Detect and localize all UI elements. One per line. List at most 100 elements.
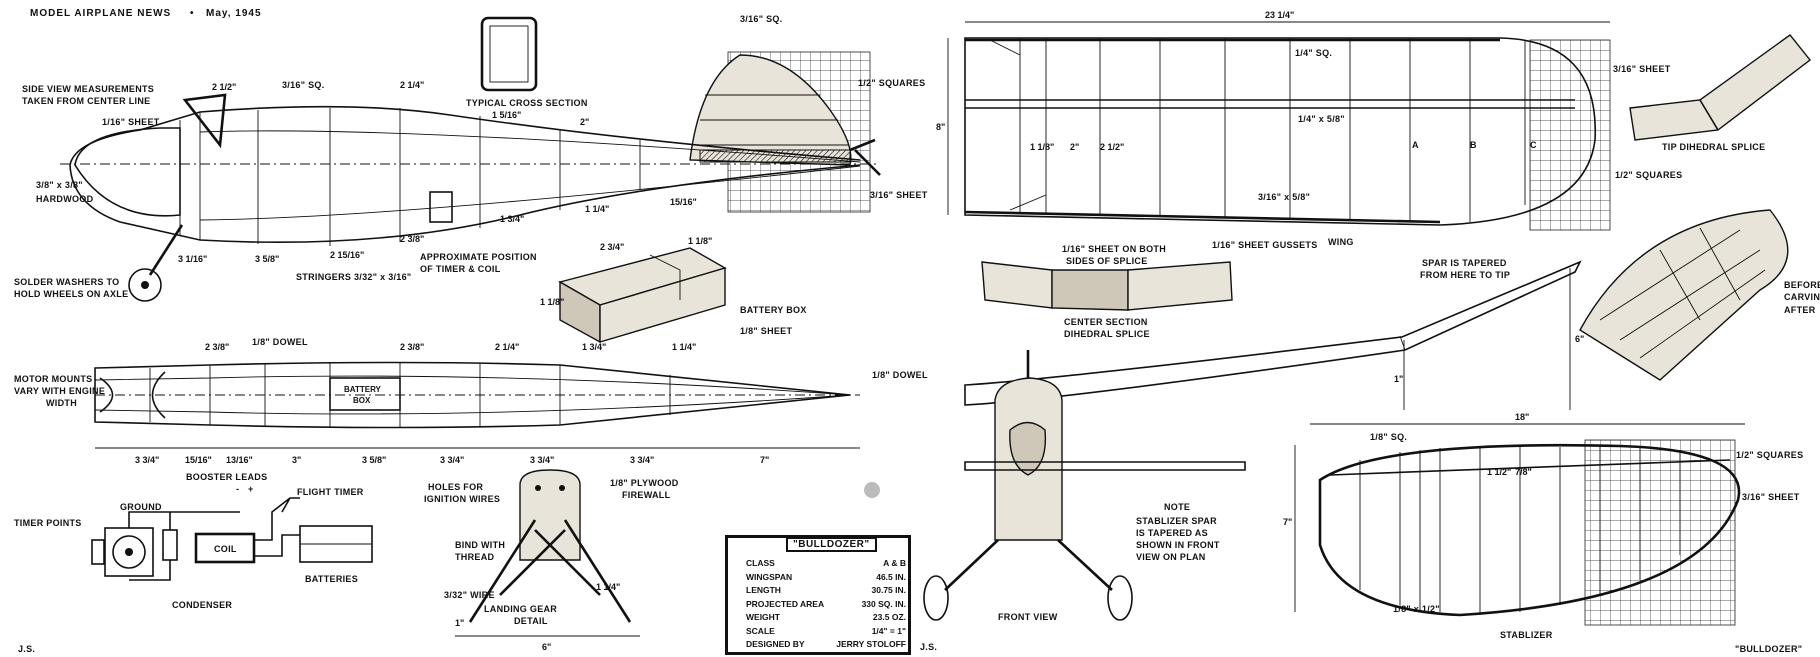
cabin-sq-label: 3/16" SQ. — [282, 80, 325, 90]
dowel-label-2: 1/8" DOWEL — [872, 370, 928, 380]
splice-label-2: DIHEDRAL SPLICE — [1064, 329, 1150, 339]
header-separator: • — [190, 8, 195, 19]
front-gear-legs — [944, 539, 1113, 591]
carving-block-frames — [1599, 227, 1766, 359]
carving-carving: CARVING — [1784, 292, 1820, 302]
spec-key: SCALE — [746, 625, 775, 636]
tail-sq-label: 3/16" SQ. — [740, 14, 783, 24]
booster-leads-label: BOOSTER LEADS — [186, 472, 267, 482]
gear-small-dim: 1" — [455, 618, 464, 628]
stab-squares-label: 1/2" SQUARES — [1736, 450, 1803, 460]
gear-detail-label-1: LANDING GEAR — [484, 604, 557, 614]
ignition-hole-left — [535, 485, 541, 491]
gear-angle-dim: 1 1/4" — [596, 582, 620, 592]
top-lower-dim: 3 3/4" — [530, 455, 554, 465]
wing-le-label: 3/16" x 5/8" — [1258, 192, 1310, 202]
initials-left: J.S. — [18, 644, 35, 654]
stringers-label: STRINGERS 3/32" x 3/16" — [296, 272, 411, 282]
tip-dihedral-splice: TIP DIHEDRAL SPLICE — [1629, 34, 1811, 152]
splice-center-panel — [1051, 269, 1129, 311]
carving-block-outline — [1579, 209, 1789, 381]
stab-span-dim: 18" — [1515, 412, 1529, 422]
fuselage-top-outline — [69, 105, 861, 166]
wire-label: 3/32" WIRE — [444, 590, 495, 600]
top-view-upper-dims: 2 3/8"2 3/8"2 1/4"1 3/4"1 1/4" — [205, 342, 696, 352]
battery-box-label: BATTERY BOX — [740, 305, 807, 315]
top-lower-dim: 3 5/8" — [362, 455, 386, 465]
note-line-4: VIEW ON PLAN — [1136, 552, 1206, 562]
timer-coil-position — [429, 191, 453, 223]
cross-section-label: TYPICAL CROSS SECTION — [466, 98, 588, 108]
splice-left-panel — [981, 261, 1053, 309]
ground-label: GROUND — [120, 502, 162, 512]
wing-ribs — [1019, 38, 1526, 222]
motor-mounts-note-1: MOTOR MOUNTS — [14, 374, 92, 384]
flight-timer-label: FLIGHT TIMER — [297, 487, 364, 497]
timer-points-block — [91, 539, 105, 565]
issue-date: May, 1945 — [206, 8, 262, 19]
timer-center — [125, 548, 133, 556]
wing-chord-dim: 8" — [936, 122, 945, 132]
side-view-note-1: SIDE VIEW MEASUREMENTS — [22, 84, 154, 94]
side-dim-3: 1 5/16" — [492, 110, 521, 120]
tail-squares-label: 1/2" SQUARES — [858, 78, 925, 88]
batteries-label: BATTERIES — [305, 574, 358, 584]
rib-c-label: C — [1530, 140, 1537, 150]
plus-label: + — [248, 484, 254, 494]
holes-label-2: IGNITION WIRES — [424, 494, 500, 504]
front-wheel-right — [1107, 575, 1133, 621]
side-dim-7: 3 5/8" — [255, 254, 279, 264]
gussets-label: 1/16" SHEET GUSSETS — [1212, 240, 1318, 250]
carving-after: AFTER — [1784, 305, 1816, 315]
ignition-hole-right — [559, 485, 565, 491]
top-lower-dim: 15/16" — [185, 455, 212, 465]
spec-key: PROJECTED AREA — [746, 598, 825, 609]
spec-key: CLASS — [746, 558, 775, 568]
cross-section-inner — [489, 25, 529, 83]
tail-sheet-label: 3/16" SHEET — [870, 190, 928, 200]
stab-spar — [1329, 459, 1731, 476]
splice-sheet-note-1: 1/16" SHEET ON BOTH — [1062, 244, 1166, 254]
note-line-1: STABLIZER SPAR — [1136, 516, 1217, 526]
spec-key: DESIGNED BY — [746, 639, 805, 649]
footer-model-name: "BULLDOZER" — [1735, 644, 1802, 654]
top-view-lower-dims: 3 3/4"15/16"13/16"3"3 5/8"3 3/4"3 3/4"3 … — [135, 455, 769, 465]
rudder-ribs — [696, 94, 848, 146]
side-gear-leg — [148, 224, 184, 276]
wing-dim-1: 1 1/8" — [1030, 142, 1054, 152]
timer-points-label: TIMER POINTS — [14, 518, 82, 528]
center-dihedral-splice: 1/16" SHEET ON BOTH SIDES OF SPLICE CENT… — [981, 244, 1233, 339]
note-title: NOTE — [1164, 502, 1190, 512]
top-upper-dim: 1 1/4" — [672, 342, 696, 352]
timer-disc — [112, 535, 146, 569]
side-dim-1: 2 1/2" — [212, 82, 236, 92]
wing-title: WING — [1328, 237, 1354, 247]
front-stabilizer — [964, 461, 1246, 471]
firewall-label-2: FIREWALL — [622, 490, 671, 500]
battery-box-side — [599, 267, 726, 343]
battery-dim-1: 2 3/4" — [600, 242, 624, 252]
top-battery-box — [329, 377, 401, 411]
wing-sq-label: 1/4" SQ. — [1295, 48, 1332, 58]
side-dim-10: 1 3/4" — [500, 214, 524, 224]
minus-label: - — [236, 484, 239, 494]
tip-splice-joint — [1699, 99, 1719, 131]
wing-dim-3: 2 1/2" — [1100, 142, 1124, 152]
wing-edges — [964, 38, 1500, 224]
top-battery-label-2: BOX — [353, 396, 371, 405]
top-lower-dim: 7" — [760, 455, 769, 465]
top-upper-dim: 1 3/4" — [582, 342, 606, 352]
side-dim-4: 2" — [580, 117, 589, 127]
front-dim-lines — [1403, 268, 1571, 410]
stab-chord-dim: 7" — [1283, 517, 1292, 527]
top-lower-dim: 3" — [292, 455, 301, 465]
wing-span-dim: 23 1/4" — [1265, 10, 1294, 20]
tip-splice-shape — [1629, 34, 1811, 141]
side-dim-9: 2 3/8" — [400, 234, 424, 244]
wiring-lines — [128, 497, 300, 581]
top-lower-dim: 3 3/4" — [135, 455, 159, 465]
stab-spar-label: 1/8" x 1/2" — [1393, 604, 1440, 614]
